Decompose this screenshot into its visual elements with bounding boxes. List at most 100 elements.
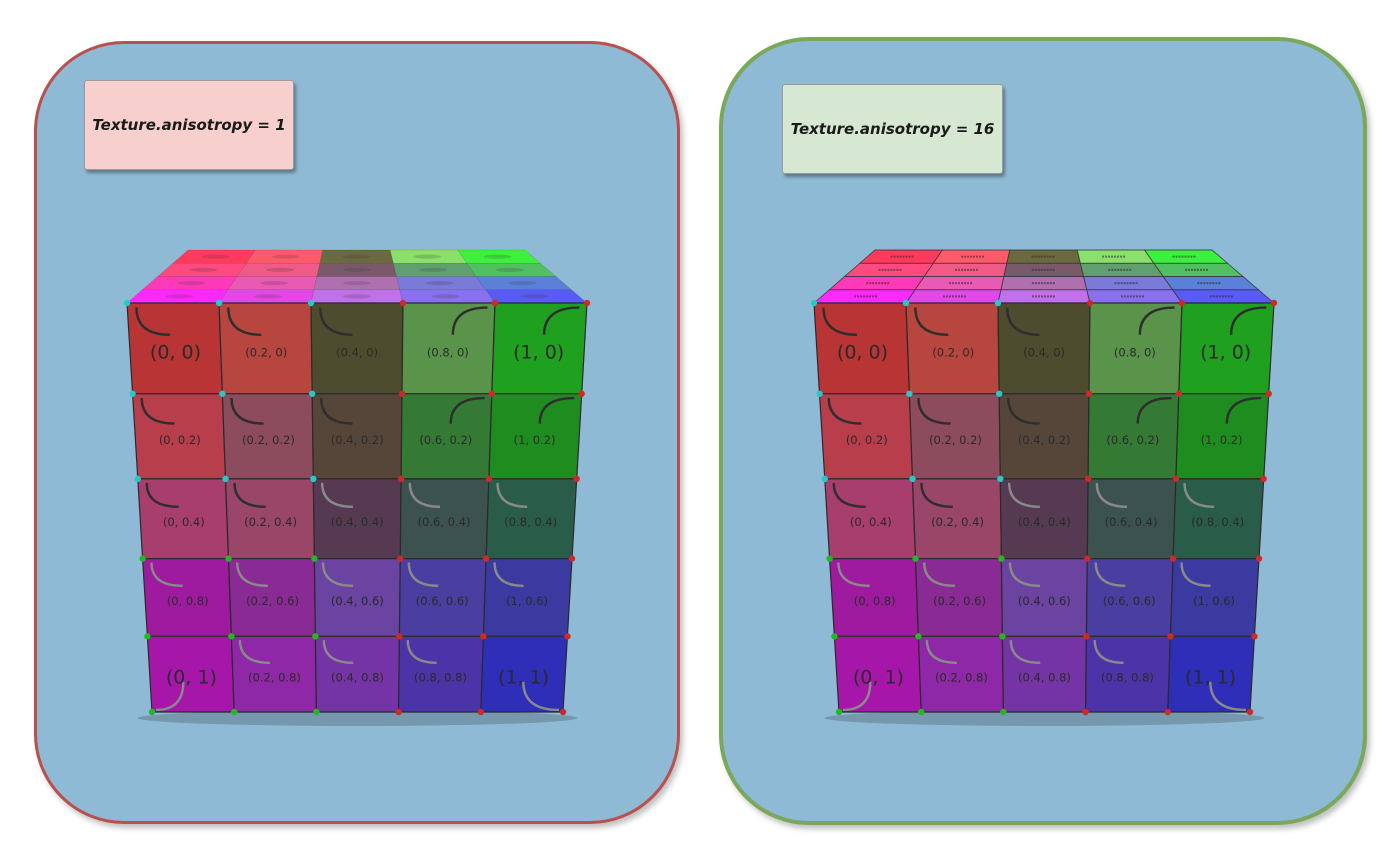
uv-label: (0.2, 0.4) [244,515,297,529]
uv-arrow [822,307,858,336]
uv-label: (1, 0.6) [506,594,548,608]
uv-label: (0.4, 0.8) [331,670,384,684]
cube-shadow [137,710,578,726]
vertex-dot [1255,555,1263,562]
front-tile: (0, 0.4) [824,478,917,560]
caption-anisotropy-16: Texture.anisotropy = 16 [782,84,1003,174]
vertex-dot [395,708,402,716]
uv-label: (0.6, 0.4) [418,515,471,529]
uv-label: (0.4, 0.6) [331,594,384,608]
vertex-dot [1172,475,1180,483]
uv-label: (0.4, 0) [336,345,378,359]
front-tile: (0.2, 0.6) [914,557,1004,637]
front-tile: (0.2, 0) [218,302,313,395]
front-tile: (0.4, 0.4) [999,478,1089,560]
uv-arrow [322,640,354,665]
uv-arrow [925,640,957,665]
uv-label: (0.8, 0) [1114,345,1156,359]
top-tile-mark [342,281,371,286]
vertex-dot [397,475,405,483]
uv-arrow [135,307,171,336]
vertex-dots [810,299,1278,716]
uv-arrow [1180,562,1211,588]
vertex-dot [915,633,922,640]
top-tile-mark [266,267,295,272]
uv-arrow [155,681,185,712]
uv-label: (0.6, 0.6) [416,594,469,608]
uv-label: (0.6, 0.4) [1105,515,1158,529]
uv-arrow [1093,640,1124,665]
front-tile: (1, 1) [480,635,569,713]
uv-arrow [150,562,183,588]
vertex-dot [909,475,916,483]
uv-arrow [1183,482,1215,508]
front-tile: (0.4, 0.2) [998,393,1090,480]
top-tile-mark [425,281,454,286]
uv-arrow [233,482,266,508]
uv-label: (1, 0) [1200,341,1251,363]
uv-label: (0.6, 0.2) [1106,433,1159,447]
vertex-dot [564,633,571,640]
front-tile: (1, 0.2) [488,393,583,480]
front-tile: (0, 0.8) [141,557,233,637]
uv-label: (0.2, 0.4) [931,515,984,529]
uv-label: (0.4, 0.8) [1018,670,1071,684]
front-tile: (0, 0) [126,302,224,395]
front-tile: (0.6, 0.2) [1087,393,1180,480]
uv-arrow [236,562,268,588]
cube-shadow [824,710,1265,726]
front-tile: (1, 0) [1178,302,1275,395]
vertex-dot [397,555,404,562]
front-tile: (0.6, 0.6) [398,557,487,637]
uv-label: (0.6, 0.6) [1103,594,1156,608]
top-tile-mark [413,254,442,259]
vertex-dot [902,299,910,307]
top-tile-mark [342,294,371,299]
front-tile: (0.8, 0.8) [397,635,485,713]
uv-arrow [493,562,524,588]
top-tile-mark [342,267,371,272]
uv-label: (0.8, 0.8) [1101,670,1154,684]
uv-label: (0, 1) [853,666,904,688]
cube-top-face [812,249,1276,304]
vertex-dot [1175,390,1183,397]
top-tile-mark [508,281,537,286]
vertex-dot [1270,299,1278,307]
vertex-dot [918,708,925,716]
vertex-dot [821,475,828,483]
uv-arrow [1225,396,1262,424]
front-tile: (0.4, 0) [997,302,1091,395]
vertex-dot [573,475,580,483]
front-tile: (0.8, 0) [1088,302,1183,395]
vertex-dot [578,390,585,397]
vertex-dot [1265,390,1272,397]
uv-label: (1, 0.6) [1193,594,1235,608]
front-tile: (0, 0.8) [828,557,920,637]
uv-label: (0.2, 0.2) [929,433,982,447]
top-tile-mark [254,294,283,299]
uv-label: (0, 0) [150,341,201,363]
top-tile-mark [495,267,524,272]
uv-label: (0, 0.8) [167,594,209,608]
vertex-dot [997,475,1004,483]
vertex-dot [312,633,319,640]
front-tile: (0.2, 0) [905,302,1000,395]
uv-label: (0.4, 0.2) [1018,433,1071,447]
uv-label: (0.2, 0.6) [933,594,986,608]
uv-arrow [837,562,870,588]
uv-label: (0.8, 0.4) [1191,515,1244,529]
uv-label: (0.2, 0) [245,345,287,359]
uv-arrow [449,396,485,424]
vertex-dot [1260,475,1267,483]
uv-label: (0.2, 0.8) [248,670,301,684]
vertex-dot [1083,633,1090,640]
uv-arrow [320,398,353,425]
uv-label: (1, 0) [513,341,564,363]
vertex-dot [1000,708,1007,716]
vertex-dot [906,390,913,397]
vertex-dot [1084,555,1091,562]
top-tile-mark [483,254,512,259]
vertex-dot [398,390,406,397]
uv-arrow [230,398,264,425]
